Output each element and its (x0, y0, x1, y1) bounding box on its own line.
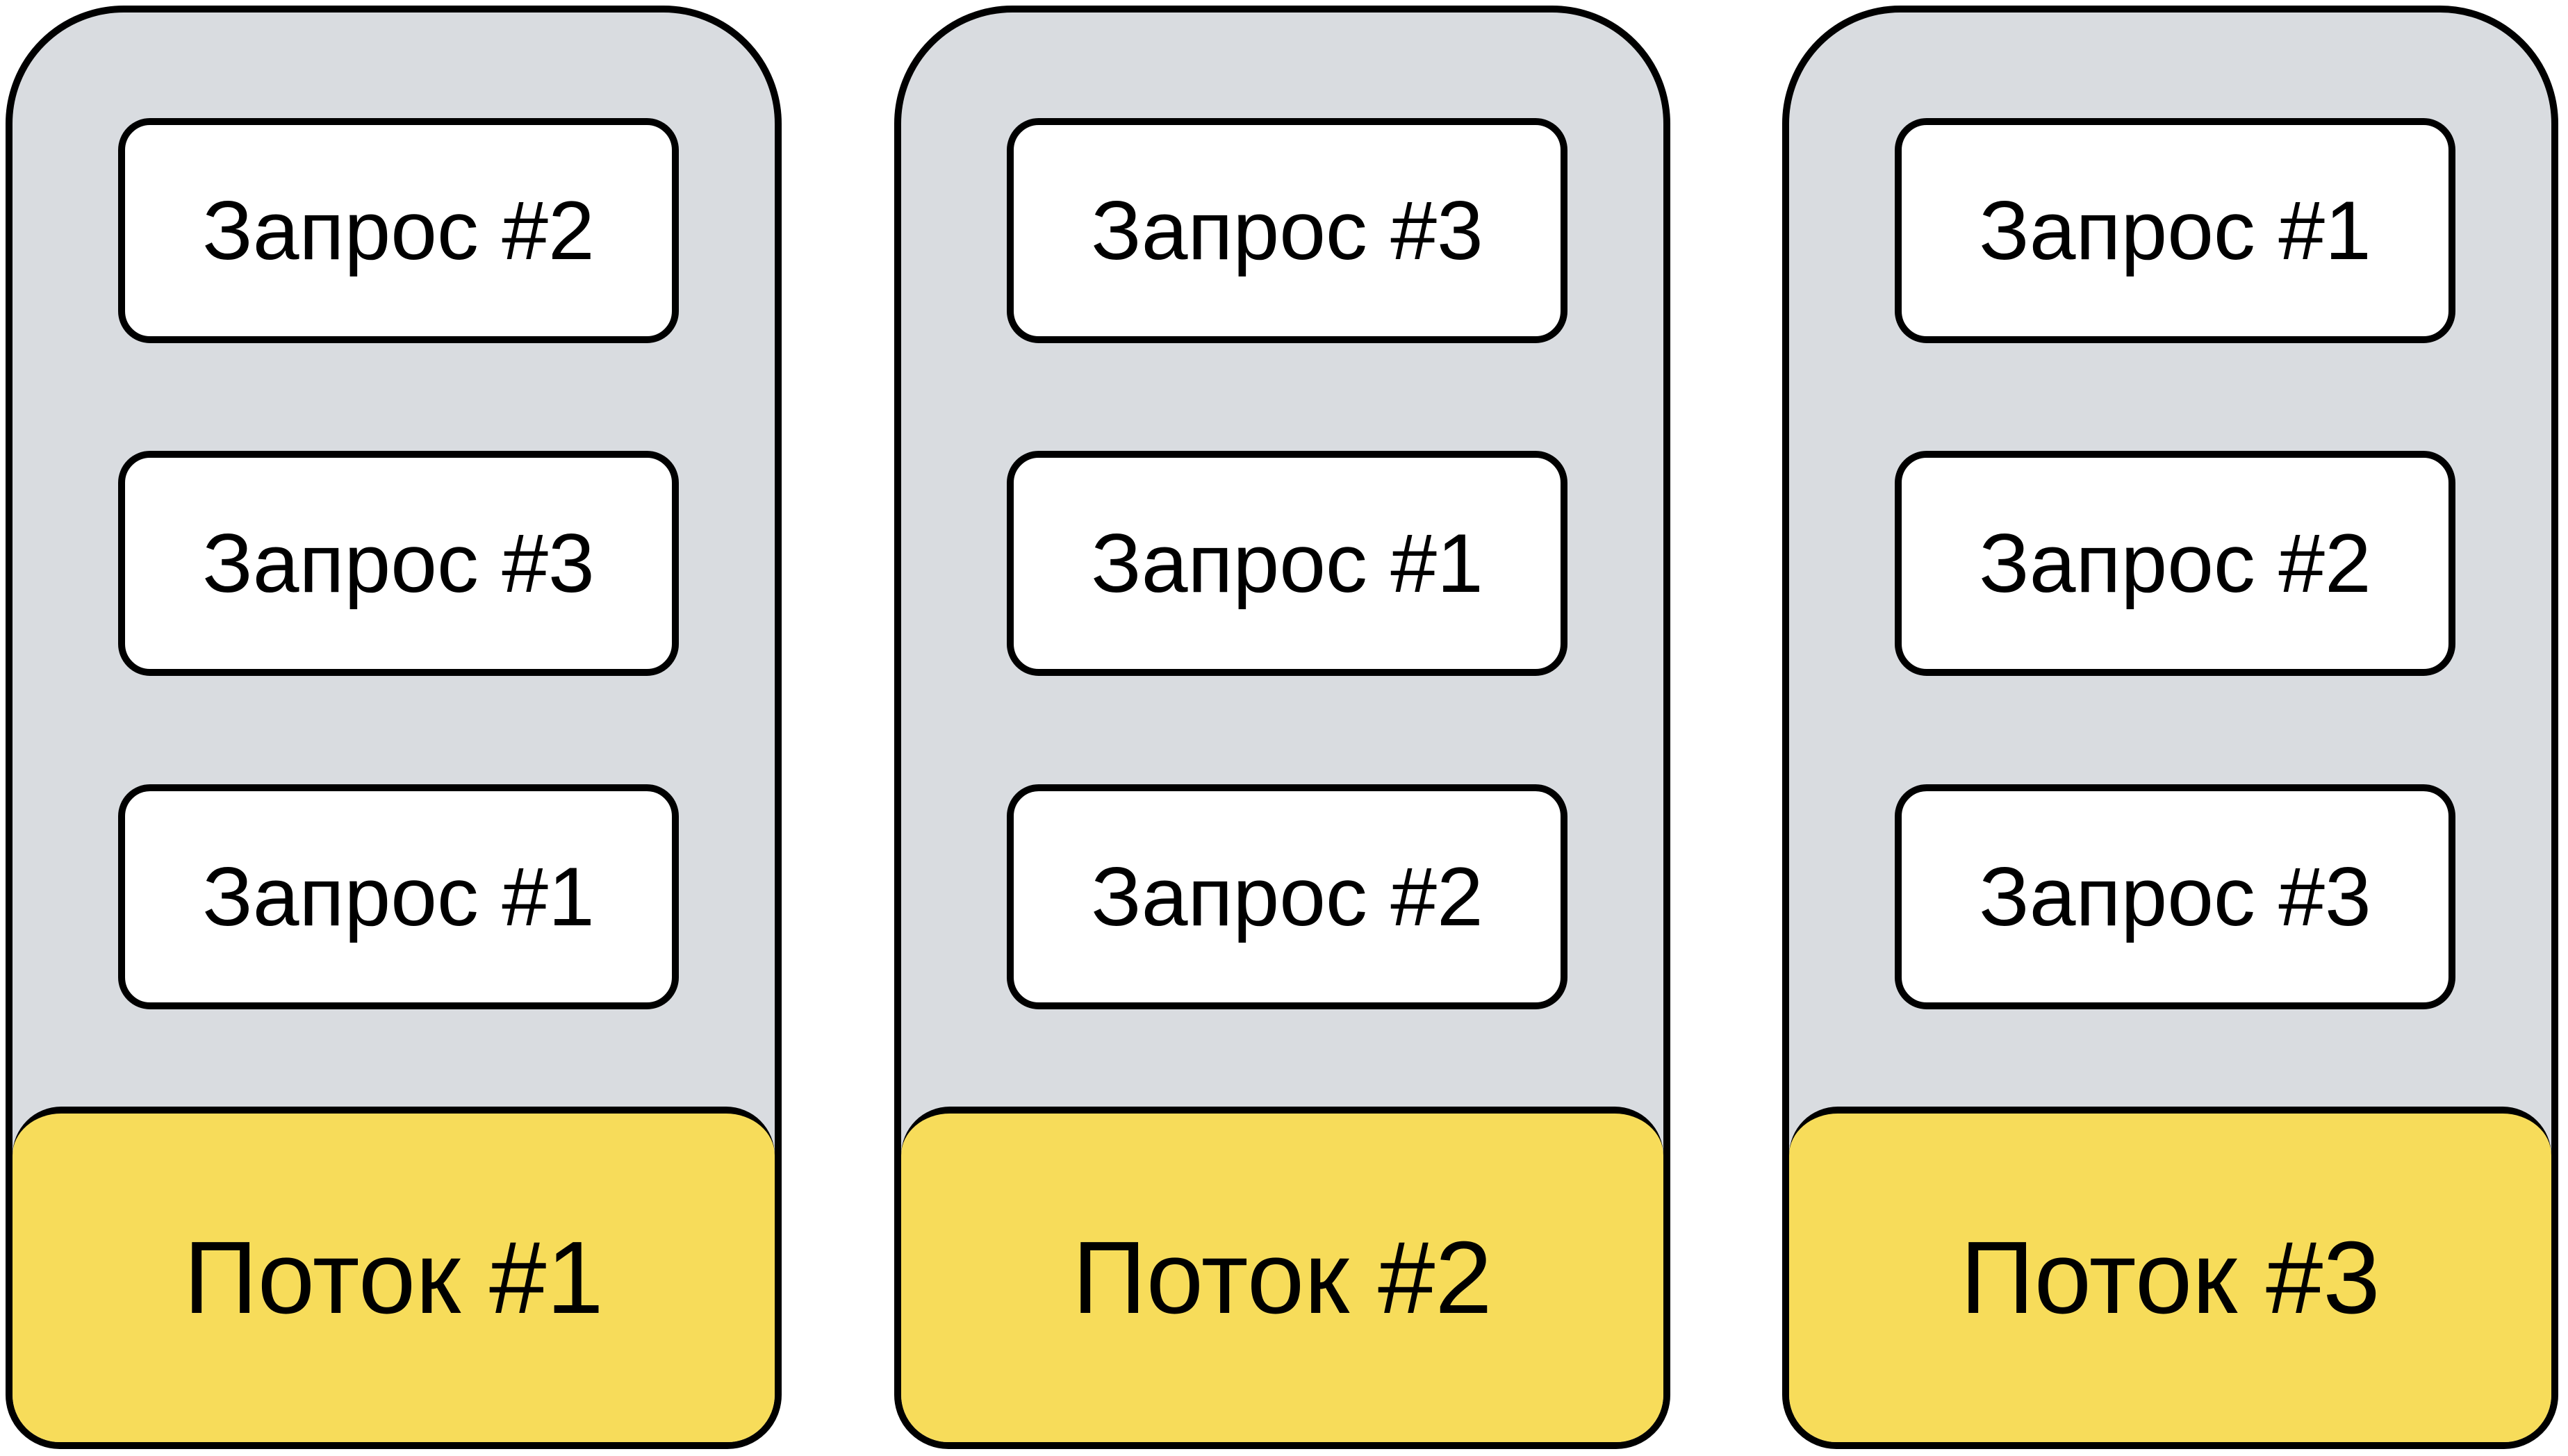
thread-column-3: Запрос #1 Запрос #2 Запрос #3 Поток #3 (1782, 6, 2558, 1449)
request-label: Запрос #1 (1979, 184, 2371, 277)
request-label: Запрос #3 (1979, 850, 2371, 943)
request-label: Запрос #3 (1091, 184, 1483, 277)
thread-column-2: Запрос #3 Запрос #1 Запрос #2 Поток #2 (894, 6, 1670, 1449)
request-box: Запрос #2 (1895, 451, 2455, 676)
request-box: Запрос #3 (1895, 784, 2455, 1009)
request-box: Запрос #1 (1007, 451, 1567, 676)
thread-label: Поток #2 (1072, 1220, 1492, 1335)
thread-column-1: Запрос #2 Запрос #3 Запрос #1 Поток #1 (6, 6, 782, 1449)
thread-footer: Поток #1 (13, 1107, 775, 1442)
request-label: Запрос #1 (1091, 517, 1483, 610)
thread-footer: Поток #3 (1789, 1107, 2551, 1442)
request-label: Запрос #2 (1091, 850, 1483, 943)
request-label: Запрос #3 (202, 517, 595, 610)
request-box: Запрос #1 (118, 784, 679, 1009)
request-label: Запрос #1 (202, 850, 595, 943)
thread-footer: Поток #2 (901, 1107, 1663, 1442)
request-box: Запрос #1 (1895, 118, 2455, 343)
request-box: Запрос #3 (118, 451, 679, 676)
thread-label: Поток #3 (1960, 1220, 2380, 1335)
request-box: Запрос #2 (1007, 784, 1567, 1009)
request-label: Запрос #2 (1979, 517, 2371, 610)
thread-label: Поток #1 (183, 1220, 604, 1335)
request-box: Запрос #3 (1007, 118, 1567, 343)
request-label: Запрос #2 (202, 184, 595, 277)
request-box: Запрос #2 (118, 118, 679, 343)
